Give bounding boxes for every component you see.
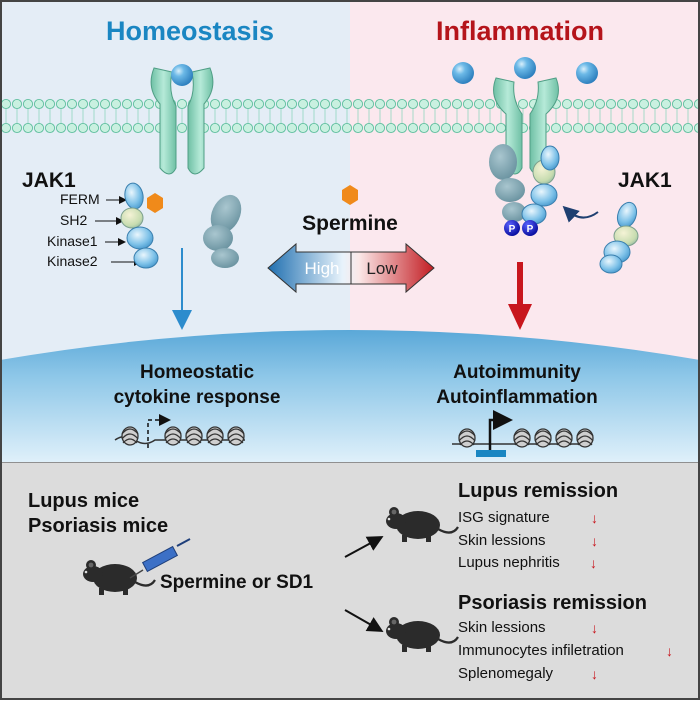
- left-jak1-label: JAK1: [22, 169, 76, 192]
- right-gene-chromatin: [452, 410, 594, 457]
- svg-text:↓: ↓: [591, 510, 598, 526]
- domain-label-kinase1: Kinase1: [47, 233, 98, 249]
- domain-label-kinase2: Kinase2: [47, 253, 98, 269]
- model-lupus-mice: Lupus mice: [28, 490, 139, 512]
- lupus-remission-title: Lupus remission: [458, 480, 618, 502]
- low-label: Low: [366, 259, 398, 278]
- spermine-label: Spermine: [302, 212, 398, 235]
- free-jak1-colored: [599, 201, 639, 274]
- svg-text:↓: ↓: [591, 533, 598, 549]
- jak1-domain-labels: FERM SH2 Kinase1 Kinase2: [47, 191, 142, 269]
- phospho-site-icon: [504, 220, 520, 236]
- homeostasis-title: Homeostasis: [106, 16, 274, 46]
- treatment-label: Spermine or SD1: [160, 572, 314, 593]
- right-outcome-line2: Autoinflammation: [436, 387, 598, 408]
- psoriasis-outcomes: Skin lessions Immunocytes infiletration …: [458, 619, 673, 682]
- cytokine-ligand-icon: [514, 57, 536, 79]
- svg-text:P: P: [527, 224, 534, 235]
- inflammation-signal-arrow: [517, 262, 523, 308]
- left-gene-chromatin: [114, 414, 245, 448]
- domain-label-ferm: FERM: [60, 191, 100, 207]
- domain-label-sh2: SH2: [60, 212, 87, 228]
- svg-text:↓: ↓: [591, 666, 598, 682]
- spermine-molecule-icon: [147, 193, 163, 213]
- syringe-icon: [129, 538, 191, 579]
- svg-text:ISG signature: ISG signature: [458, 509, 550, 526]
- svg-text:Immunocytes infiletration: Immunocytes infiletration: [458, 642, 624, 659]
- cytokine-ligand-icon: [576, 62, 598, 84]
- spermine-hexagon-icon: [342, 185, 358, 205]
- right-jak1-label: JAK1: [618, 169, 672, 192]
- lupus-outcomes: ISG signature Skin lessions Lupus nephri…: [458, 509, 598, 571]
- left-outcome-line1: Homeostatic: [140, 362, 254, 383]
- high-label: High: [305, 259, 340, 278]
- free-jak1-grey: [203, 194, 242, 268]
- left-cytokine-receptor: [150, 64, 214, 175]
- arrow-to-lupus: [344, 536, 384, 558]
- spermine-level-arrow: High Low: [267, 242, 435, 294]
- svg-text:↓: ↓: [591, 620, 598, 636]
- svg-text:Skin lessions: Skin lessions: [458, 619, 546, 636]
- arrow-to-psoriasis: [344, 609, 384, 632]
- svg-text:Splenomegaly: Splenomegaly: [458, 665, 554, 682]
- cytokine-ligand-icon: [452, 62, 474, 84]
- cytokine-ligand-icon: [171, 64, 193, 86]
- model-psoriasis-mice: Psoriasis mice: [28, 515, 168, 537]
- activated-jak1-dimer: P P: [489, 144, 560, 236]
- psoriasis-remission-title: Psoriasis remission: [458, 592, 647, 614]
- phospho-site-icon: [522, 220, 538, 236]
- right-cytokine-receptor: [452, 57, 598, 175]
- left-jak1-protein: [120, 182, 163, 269]
- svg-text:P: P: [509, 224, 516, 235]
- svg-text:Lupus nephritis: Lupus nephritis: [458, 554, 560, 571]
- inflammation-title: Inflammation: [436, 16, 604, 46]
- svg-text:↓: ↓: [666, 643, 673, 659]
- left-outcome-line2: cytokine response: [114, 387, 281, 408]
- recruitment-arrow: [562, 205, 599, 223]
- svg-text:Skin lessions: Skin lessions: [458, 532, 546, 549]
- svg-text:↓: ↓: [590, 555, 597, 571]
- right-outcome-line1: Autoimmunity: [453, 362, 581, 383]
